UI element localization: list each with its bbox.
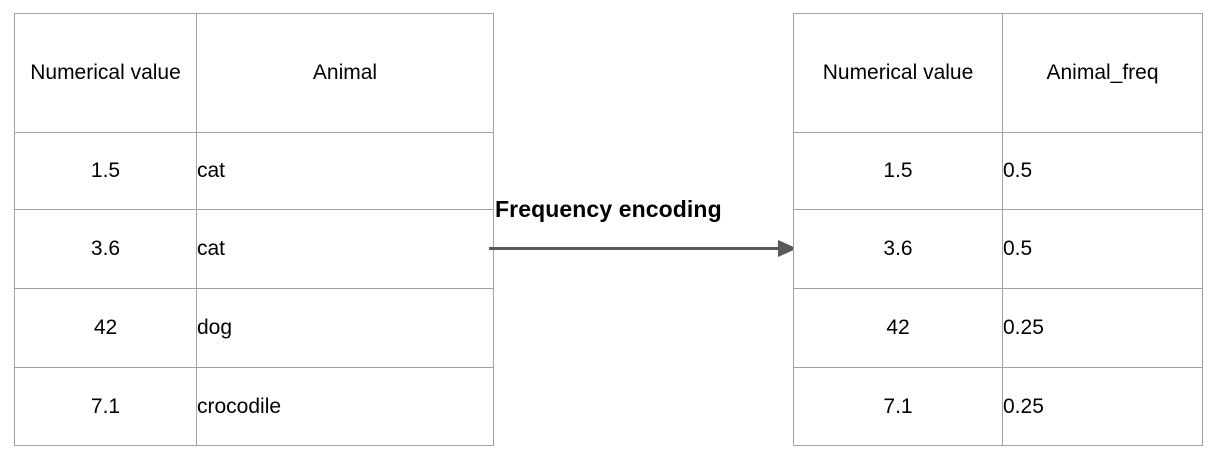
result-cell-numerical-value: 7.1 bbox=[793, 367, 1003, 446]
source-cell-numerical-value: 42 bbox=[14, 288, 197, 368]
table-row: 7.1 crocodile bbox=[14, 367, 494, 446]
result-cell-animal-freq: 0.25 bbox=[1002, 367, 1203, 446]
result-table: Numerical value Animal_freq 1.5 0.5 3.6 … bbox=[793, 13, 1203, 446]
result-cell-numerical-value: 42 bbox=[793, 288, 1003, 368]
result-header-animal-freq: Animal_freq bbox=[1002, 13, 1203, 133]
result-cell-animal-freq: 0.5 bbox=[1002, 132, 1203, 210]
result-cell-animal-freq: 0.5 bbox=[1002, 209, 1203, 289]
table-row: 7.1 0.25 bbox=[793, 367, 1203, 446]
source-cell-numerical-value: 1.5 bbox=[14, 132, 197, 210]
table-row: 42 dog bbox=[14, 288, 494, 368]
source-cell-animal: cat bbox=[196, 132, 494, 210]
result-cell-animal-freq: 0.25 bbox=[1002, 288, 1203, 368]
source-header-numerical-value: Numerical value bbox=[14, 13, 197, 133]
table-row: 3.6 cat bbox=[14, 209, 494, 289]
table-row: 1.5 cat bbox=[14, 132, 494, 210]
source-table: Numerical value Animal 1.5 cat 3.6 cat 4… bbox=[14, 13, 494, 446]
result-cell-numerical-value: 3.6 bbox=[793, 209, 1003, 289]
table-row: 42 0.25 bbox=[793, 288, 1203, 368]
source-header-animal: Animal bbox=[196, 13, 494, 133]
source-cell-animal: crocodile bbox=[196, 367, 494, 446]
result-header-numerical-value: Numerical value bbox=[793, 13, 1003, 133]
source-cell-animal: dog bbox=[196, 288, 494, 368]
arrow-right-icon bbox=[489, 240, 797, 257]
table-row: 3.6 0.5 bbox=[793, 209, 1203, 289]
source-cell-animal: cat bbox=[196, 209, 494, 289]
table-row: 1.5 0.5 bbox=[793, 132, 1203, 210]
table-header-row: Numerical value Animal_freq bbox=[793, 13, 1203, 133]
result-cell-numerical-value: 1.5 bbox=[793, 132, 1003, 210]
table-header-row: Numerical value Animal bbox=[14, 13, 494, 133]
transform-label: Frequency encoding bbox=[495, 196, 722, 222]
source-cell-numerical-value: 3.6 bbox=[14, 209, 197, 289]
source-cell-numerical-value: 7.1 bbox=[14, 367, 197, 446]
